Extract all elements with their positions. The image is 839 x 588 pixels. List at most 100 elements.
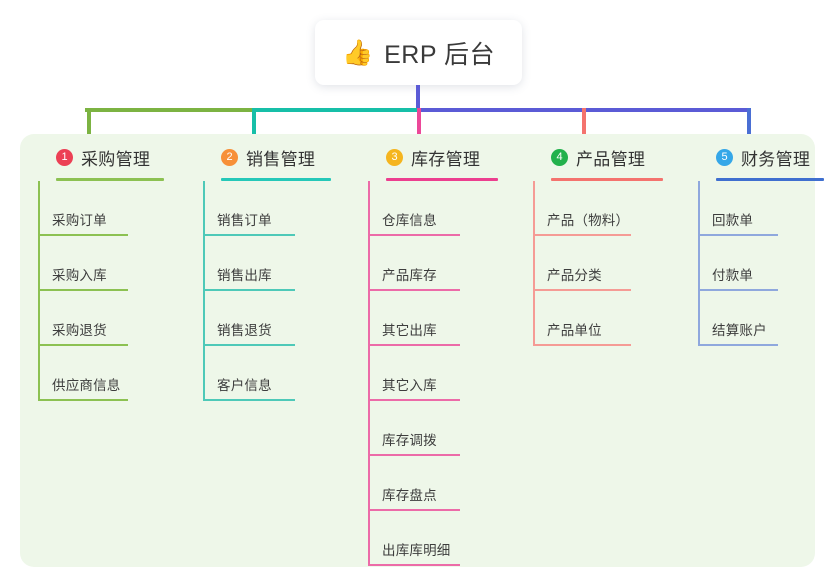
branch-items-5: 回款单付款单结算账户: [698, 181, 838, 346]
branches-panel: [20, 134, 815, 567]
branch-item[interactable]: 结算账户: [698, 291, 838, 346]
branch-spine-4: [533, 181, 535, 346]
branch-header-4[interactable]: 4 产品管理: [533, 143, 685, 171]
branch-item-underline: [368, 454, 460, 456]
branch-header-2[interactable]: 2 销售管理: [203, 143, 355, 171]
branch-items-2: 销售订单销售出库销售退货客户信息: [203, 181, 355, 401]
branch-item-label: 采购入库: [52, 268, 107, 283]
branch-item-underline: [368, 289, 460, 291]
branch-item-underline: [203, 399, 295, 401]
branch-underline-4: [551, 178, 663, 181]
branch-item[interactable]: 供应商信息: [38, 346, 190, 401]
branch-item-label: 其它入库: [382, 378, 437, 393]
branch-column-3: 3 库存管理仓库信息产品库存其它出库其它入库库存调拨库存盘点出库库明细: [368, 143, 520, 566]
branch-item[interactable]: 采购订单: [38, 181, 190, 236]
branch-title-1: 采购管理: [81, 149, 151, 169]
branch-title-2: 销售管理: [246, 149, 316, 169]
branch-column-2: 2 销售管理销售订单销售出库销售退货客户信息: [203, 143, 355, 401]
connector-stub-3: [417, 108, 421, 141]
branch-item-label: 产品（物料）: [547, 213, 630, 228]
branch-item-label: 付款单: [712, 268, 754, 283]
branch-badge-5: 5: [716, 148, 733, 166]
root-node-erp-backend[interactable]: 👍 ERP 后台: [315, 20, 522, 85]
branch-item-label: 采购订单: [52, 213, 107, 228]
branch-item-underline: [368, 344, 460, 346]
branch-item[interactable]: 出库库明细: [368, 511, 520, 566]
branch-header-1[interactable]: 1 采购管理: [38, 143, 190, 171]
branch-item[interactable]: 其它入库: [368, 346, 520, 401]
branch-item-label: 回款单: [712, 213, 754, 228]
branch-underline-1: [56, 178, 164, 181]
branch-spine-3: [368, 181, 370, 566]
branch-item-underline: [698, 344, 778, 346]
branch-item[interactable]: 产品单位: [533, 291, 685, 346]
branch-items-4: 产品（物料） 产品分类产品单位: [533, 181, 685, 346]
branch-item-underline: [38, 344, 128, 346]
branch-badge-1: 1: [56, 148, 73, 166]
branch-item[interactable]: 销售出库: [203, 236, 355, 291]
branch-item[interactable]: 回款单: [698, 181, 838, 236]
branch-spine-2: [203, 181, 205, 401]
branch-item[interactable]: 库存调拨: [368, 401, 520, 456]
branch-item[interactable]: 产品（物料）: [533, 181, 685, 236]
branch-item-underline: [533, 234, 631, 236]
connector-stub-4: [582, 108, 586, 141]
branch-badge-3: 3: [386, 148, 403, 166]
branch-item-underline: [698, 234, 778, 236]
branch-item-underline: [38, 234, 128, 236]
branch-title-4: 产品管理: [576, 149, 646, 169]
root-node-label: ERP 后台: [384, 40, 496, 69]
connector-root-stem: [416, 85, 420, 111]
branch-title-5: 财务管理: [741, 149, 811, 169]
branch-item-underline: [368, 399, 460, 401]
branch-item-label: 库存盘点: [382, 488, 437, 503]
branch-underline-5: [716, 178, 824, 181]
branch-item-underline: [203, 344, 295, 346]
branch-title-3: 库存管理: [411, 149, 481, 169]
branch-item-label: 结算账户: [712, 323, 767, 338]
branch-item-underline: [203, 234, 295, 236]
connector-segment-1: [85, 108, 254, 112]
branch-item-label: 产品分类: [547, 268, 602, 283]
branch-item[interactable]: 销售订单: [203, 181, 355, 236]
branch-item-label: 客户信息: [217, 378, 272, 393]
branch-items-1: 采购订单采购入库采购退货供应商信息: [38, 181, 190, 401]
branch-spine-5: [698, 181, 700, 346]
branch-item[interactable]: 产品分类: [533, 236, 685, 291]
branch-item-label: 出库库明细: [382, 543, 451, 558]
branch-item-underline: [533, 344, 631, 346]
branch-item-label: 产品单位: [547, 323, 602, 338]
branch-item-label: 销售订单: [217, 213, 272, 228]
branch-item-label: 供应商信息: [52, 378, 121, 393]
branch-item-underline: [38, 399, 128, 401]
branch-item[interactable]: 付款单: [698, 236, 838, 291]
branch-item-underline: [368, 234, 460, 236]
branch-item-label: 其它出库: [382, 323, 437, 338]
connector-stub-1: [87, 108, 91, 141]
branch-column-1: 1 采购管理采购订单采购入库采购退货供应商信息: [38, 143, 190, 401]
branch-item-underline: [698, 289, 778, 291]
branch-item-underline: [203, 289, 295, 291]
branch-header-5[interactable]: 5 财务管理: [698, 143, 838, 171]
branch-badge-2: 2: [221, 148, 238, 166]
branch-item-label: 库存调拨: [382, 433, 437, 448]
branch-header-3[interactable]: 3 库存管理: [368, 143, 520, 171]
branch-item-label: 仓库信息: [382, 213, 437, 228]
connector-stub-5: [747, 108, 751, 141]
branch-item[interactable]: 其它出库: [368, 291, 520, 346]
connector-stub-2: [252, 108, 256, 141]
branch-item[interactable]: 客户信息: [203, 346, 355, 401]
branch-badge-4: 4: [551, 148, 568, 166]
thumbs-up-icon: 👍: [341, 38, 374, 67]
branch-item-underline: [533, 289, 631, 291]
branch-item-label: 销售出库: [217, 268, 272, 283]
branch-item[interactable]: 采购退货: [38, 291, 190, 346]
branch-item[interactable]: 库存盘点: [368, 456, 520, 511]
branch-item[interactable]: 产品库存: [368, 236, 520, 291]
branch-item-underline: [368, 509, 460, 511]
branch-items-3: 仓库信息产品库存其它出库其它入库库存调拨库存盘点出库库明细: [368, 181, 520, 566]
branch-item[interactable]: 仓库信息: [368, 181, 520, 236]
branch-item[interactable]: 采购入库: [38, 236, 190, 291]
branch-item-underline: [368, 564, 460, 566]
branch-item[interactable]: 销售退货: [203, 291, 355, 346]
